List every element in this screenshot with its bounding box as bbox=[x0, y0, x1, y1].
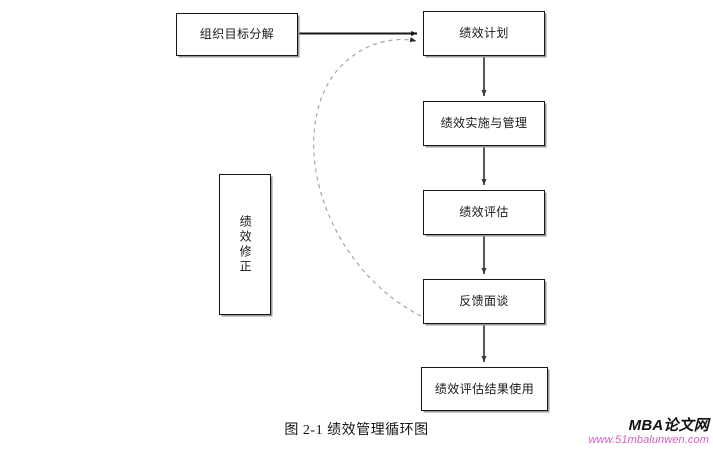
node-perf-eval-label: 绩效评估 bbox=[459, 205, 509, 220]
node-org-goal[interactable]: 组织目标分解 bbox=[176, 13, 298, 56]
node-result-use-label: 绩效评估结果使用 bbox=[434, 381, 535, 396]
watermark-url: www.51mbalunwen.com bbox=[588, 433, 709, 446]
node-feedback-interview[interactable]: 反馈面谈 bbox=[423, 279, 545, 324]
node-perf-impl[interactable]: 绩效实施与管理 bbox=[423, 101, 545, 146]
edge-feedback-to-perf-plan-dashed bbox=[313, 37, 422, 317]
node-perf-fix-label: 绩效修正 bbox=[238, 214, 253, 275]
node-org-goal-label: 组织目标分解 bbox=[199, 27, 275, 42]
node-feedback-interview-label: 反馈面谈 bbox=[459, 294, 509, 309]
node-perf-fix[interactable]: 绩效修正 bbox=[219, 174, 271, 315]
watermark-brand: MBA论文网 bbox=[628, 417, 709, 434]
watermark: MBA论文网 www.51mbalunwen.com bbox=[559, 418, 709, 446]
figure-caption: 图 2-1 绩效管理循环图 bbox=[284, 423, 429, 438]
node-perf-plan-label: 绩效计划 bbox=[459, 26, 509, 41]
node-perf-eval[interactable]: 绩效评估 bbox=[423, 190, 545, 235]
node-perf-plan[interactable]: 绩效计划 bbox=[423, 11, 545, 56]
node-result-use[interactable]: 绩效评估结果使用 bbox=[421, 367, 548, 411]
node-perf-impl-label: 绩效实施与管理 bbox=[440, 116, 528, 131]
